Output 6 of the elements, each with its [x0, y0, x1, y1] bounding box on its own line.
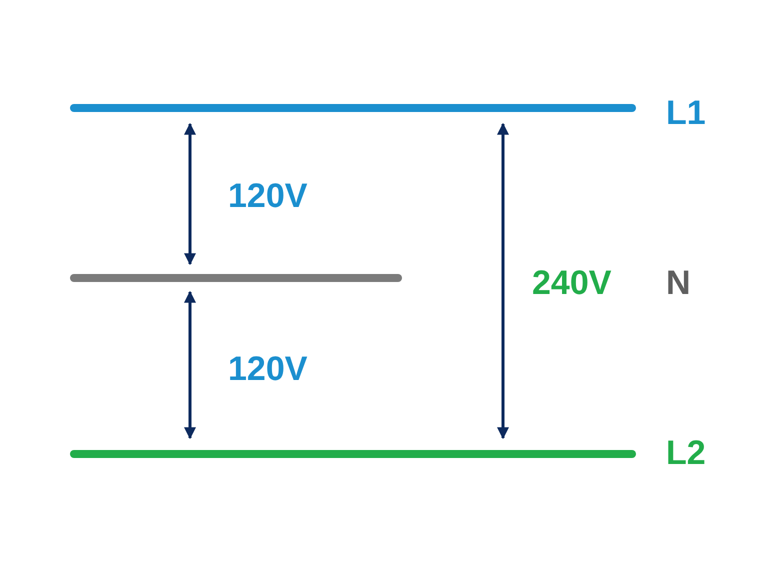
line-label: N: [666, 263, 691, 303]
voltage-label: 120V: [228, 349, 308, 389]
line-label: L2: [666, 433, 706, 473]
line-label: L1: [666, 93, 706, 133]
voltage-label: 120V: [228, 176, 308, 216]
voltage-label: 240V: [532, 263, 612, 303]
